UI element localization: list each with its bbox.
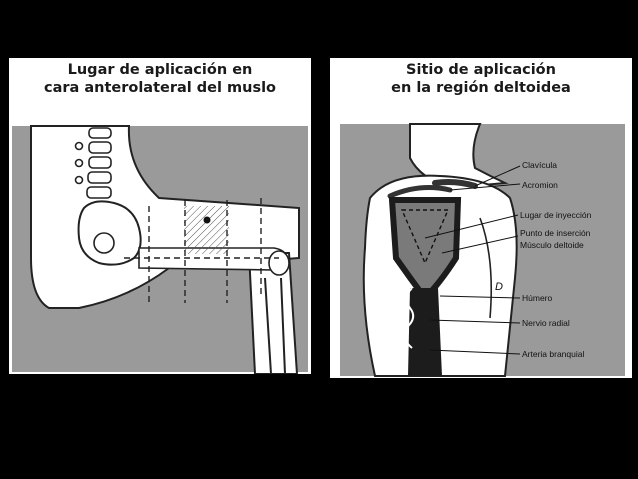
thigh-diagram-panel: Lugar de aplicación en cara anterolatera… bbox=[9, 58, 311, 374]
spine bbox=[74, 127, 112, 199]
thigh-illustration bbox=[12, 125, 308, 374]
injection-area bbox=[184, 206, 229, 254]
deltoid-illustration: D Clavícula Acromion Lugar de inyección … bbox=[340, 123, 625, 377]
label-humero: Húmero bbox=[522, 293, 553, 303]
thigh-title-line2: cara anterolateral del muslo bbox=[43, 80, 277, 96]
label-arteria-branquial: Arteria branquial bbox=[522, 349, 584, 359]
label-nervio-radial: Nervio radial bbox=[522, 318, 570, 328]
thigh-title-line1: Lugar de aplicación en bbox=[67, 62, 253, 78]
deltoid-title-line1: Sitio de aplicación bbox=[406, 62, 556, 78]
label-lugar-inyeccion: Lugar de inyección bbox=[520, 210, 592, 220]
label-d: D bbox=[495, 281, 503, 293]
injection-point bbox=[203, 216, 211, 224]
label-acromion: Acromion bbox=[522, 180, 558, 190]
guide-lines bbox=[124, 198, 279, 303]
pointer-lines bbox=[424, 165, 521, 355]
acromion bbox=[387, 185, 453, 199]
label-musculo-deltoide: Músculo deltoide bbox=[520, 240, 584, 250]
clavicle bbox=[432, 179, 478, 189]
label-punto-insercion: Punto de inserción bbox=[520, 228, 591, 238]
injection-triangle bbox=[400, 209, 450, 265]
knee bbox=[268, 250, 290, 276]
humerus bbox=[408, 288, 442, 376]
deltoid-diagram-panel: Sitio de aplicación en la región deltoid… bbox=[330, 58, 632, 378]
deltoid-title-line2: en la región deltoidea bbox=[391, 80, 571, 96]
label-clavicula: Clavícula bbox=[522, 160, 557, 170]
radial-nerve bbox=[403, 287, 415, 349]
neck bbox=[409, 123, 509, 190]
